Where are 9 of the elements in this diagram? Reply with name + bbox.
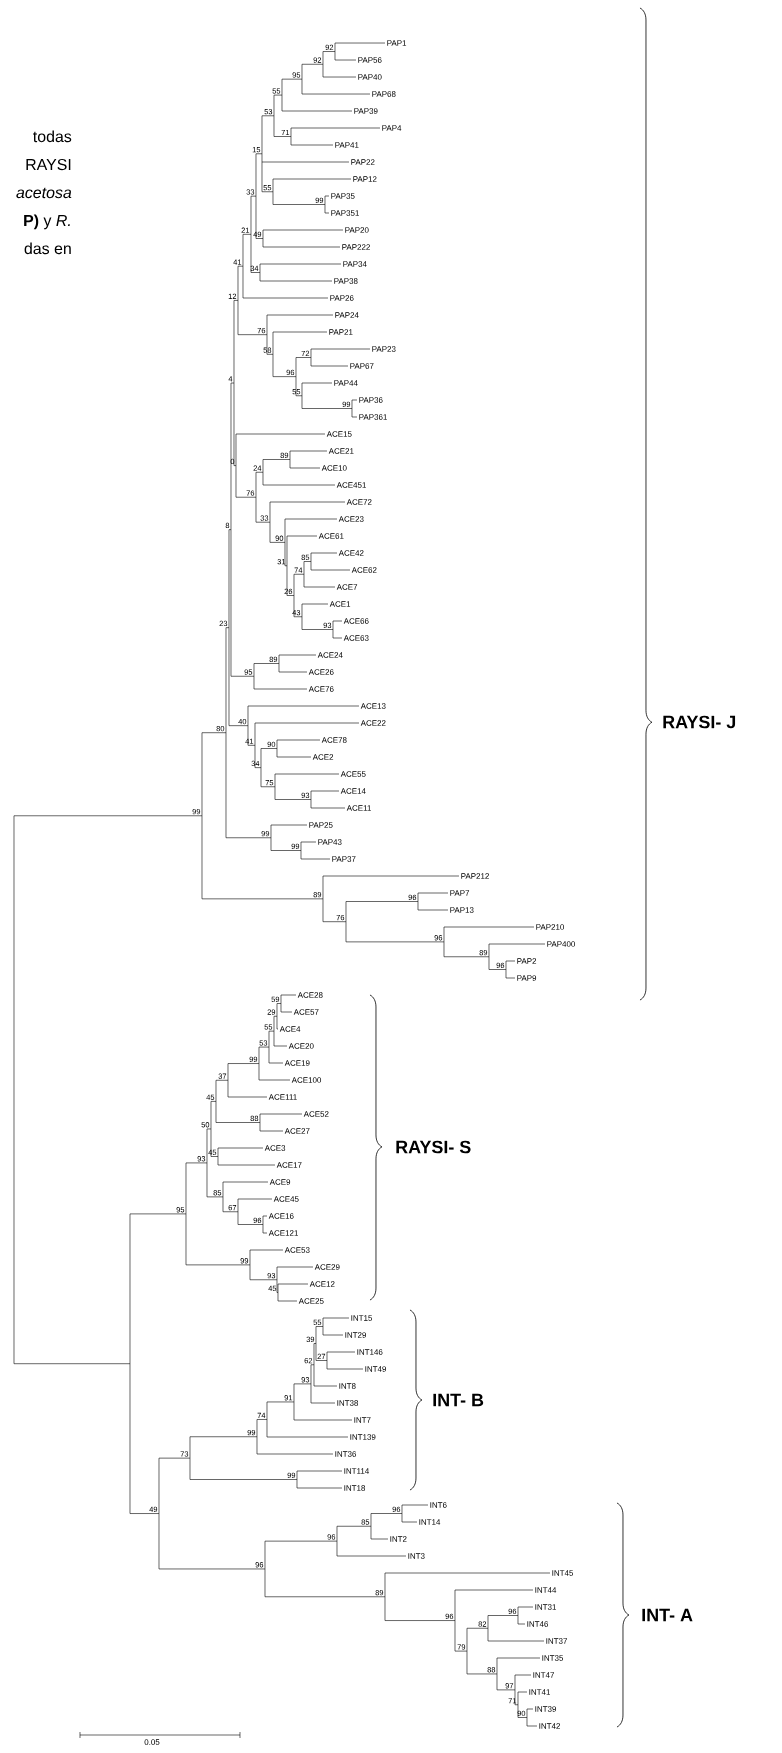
- caption-text: P) y R.: [24, 214, 70, 230]
- clade-label: RAYSI- J: [663, 715, 736, 729]
- caption-text: acetosa: [16, 187, 72, 199]
- clade-label: RAYSI- S: [396, 1140, 471, 1154]
- clade-label: INT- A: [642, 1608, 693, 1622]
- caption-text: das en: [24, 242, 71, 255]
- caption-text: RAYSI: [26, 158, 71, 171]
- clade-label: INT- B: [433, 1393, 484, 1407]
- caption-text: todas: [33, 130, 72, 143]
